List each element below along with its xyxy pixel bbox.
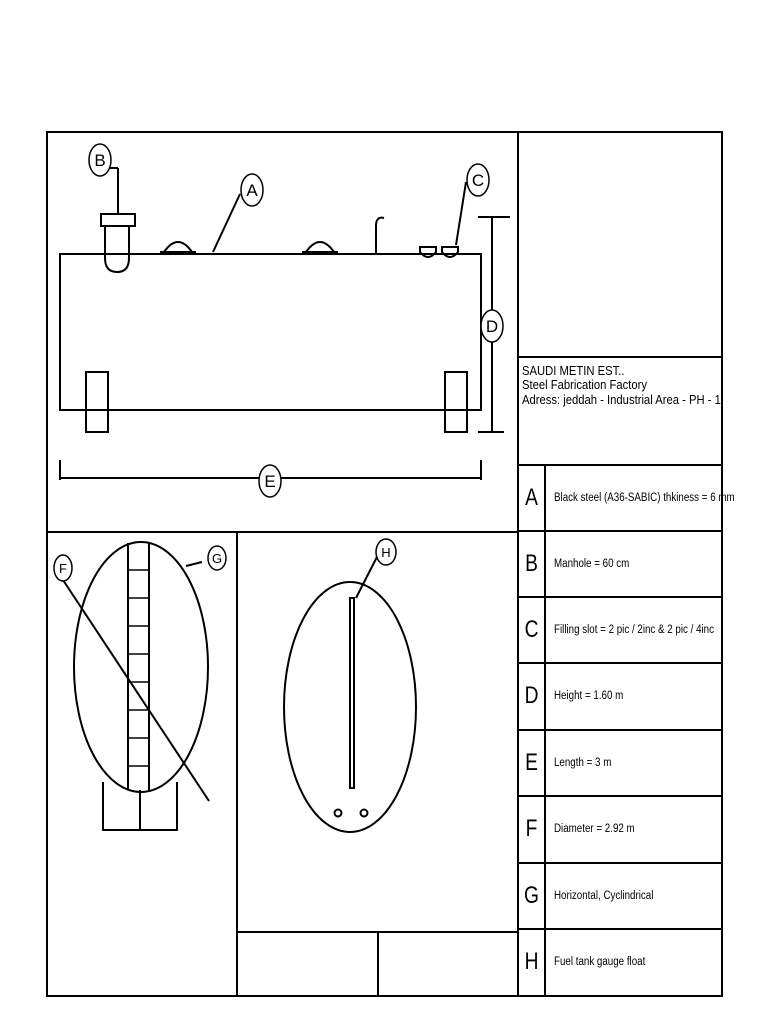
spec-letter: C — [524, 616, 539, 643]
callout-bubble-c — [466, 163, 490, 197]
callout-label-h: H — [381, 545, 390, 560]
callout-bubble-e — [258, 464, 282, 498]
spec-row-d: D Height = 1.60 m — [518, 663, 722, 729]
callout-label-f: F — [59, 561, 67, 576]
support-saddle-left — [85, 371, 109, 433]
callout-bubble-f — [53, 554, 73, 582]
callout-bubble-g — [207, 545, 227, 571]
filling-slot-2 — [441, 246, 459, 258]
callout-bubble-b — [88, 143, 112, 177]
spec-text: Diameter = 2.92 m — [554, 823, 635, 835]
spec-text: Filling slot = 2 pic / 2inc & 2 pic / 4i… — [554, 624, 715, 636]
spec-text: Manhole = 60 cm — [554, 558, 630, 570]
spec-text: Black steel (A36-SABIC) thkiness = 6 mm — [554, 492, 735, 504]
company-subtitle: Steel Fabrication Factory — [522, 378, 648, 393]
spec-text: Length = 3 m — [554, 757, 612, 769]
company-name: SAUDI METIN EST.. — [522, 364, 625, 378]
spec-row-f: F Diameter = 2.92 m — [518, 796, 722, 862]
leader-g — [185, 561, 203, 567]
tank-end-view-shell — [73, 541, 209, 793]
callout-label-e: E — [264, 472, 275, 491]
vent-cap-2 — [305, 241, 335, 253]
spec-row-g: G Horizontal, Cyclindrical — [518, 863, 722, 929]
tank-front-view-shell — [283, 581, 417, 833]
gauge-float-rod — [349, 597, 355, 789]
spec-row-e: E Length = 3 m — [518, 730, 722, 796]
support-saddle-right — [444, 371, 468, 433]
spec-letter: G — [524, 882, 539, 909]
diameter-line — [62, 579, 210, 802]
spec-row-a: A Black steel (A36-SABIC) thkiness = 6 m… — [518, 465, 735, 531]
tank-body-side — [59, 253, 482, 411]
spec-letter: H — [524, 948, 539, 975]
sheet-border — [46, 131, 723, 997]
callout-bubble-h — [375, 538, 397, 566]
spec-text: Height = 1.60 m — [554, 690, 624, 702]
callout-bubble-d — [480, 309, 504, 343]
spec-row-h: H Fuel tank gauge float — [518, 929, 722, 995]
callout-label-b: B — [94, 151, 105, 170]
breather-pipe — [375, 216, 385, 254]
vent-cap-1 — [163, 241, 193, 253]
leader-a — [212, 193, 241, 253]
manhole-flange — [100, 213, 136, 227]
spec-letter: E — [525, 749, 538, 776]
spec-row-b: B Manhole = 60 cm — [518, 531, 722, 597]
callout-label-a: A — [246, 181, 258, 200]
leader-h — [355, 552, 380, 599]
spec-letter: B — [525, 550, 538, 577]
company-title-block: SAUDI METIN EST.. Steel Fabrication Fact… — [522, 364, 721, 407]
spec-text: Horizontal, Cyclindrical — [554, 890, 654, 902]
spec-row-c: C Filling slot = 2 pic / 2inc & 2 pic / … — [518, 597, 722, 663]
company-address: Adress: jeddah - Industrial Area - PH - … — [522, 392, 721, 407]
callout-label-d: D — [486, 317, 498, 336]
spec-letter: D — [524, 682, 539, 709]
callout-label-c: C — [472, 171, 484, 190]
outlet-port-left — [333, 808, 343, 818]
spec-text: Fuel tank gauge float — [554, 956, 646, 968]
outlet-port-right — [359, 808, 369, 818]
callout-label-g: G — [212, 551, 222, 566]
leader-c — [455, 181, 467, 246]
filling-slot-1 — [419, 246, 437, 258]
spec-letter: A — [525, 484, 538, 511]
callout-bubble-a — [240, 173, 264, 207]
spec-letter: F — [525, 815, 538, 842]
manhole-neck — [104, 226, 130, 274]
